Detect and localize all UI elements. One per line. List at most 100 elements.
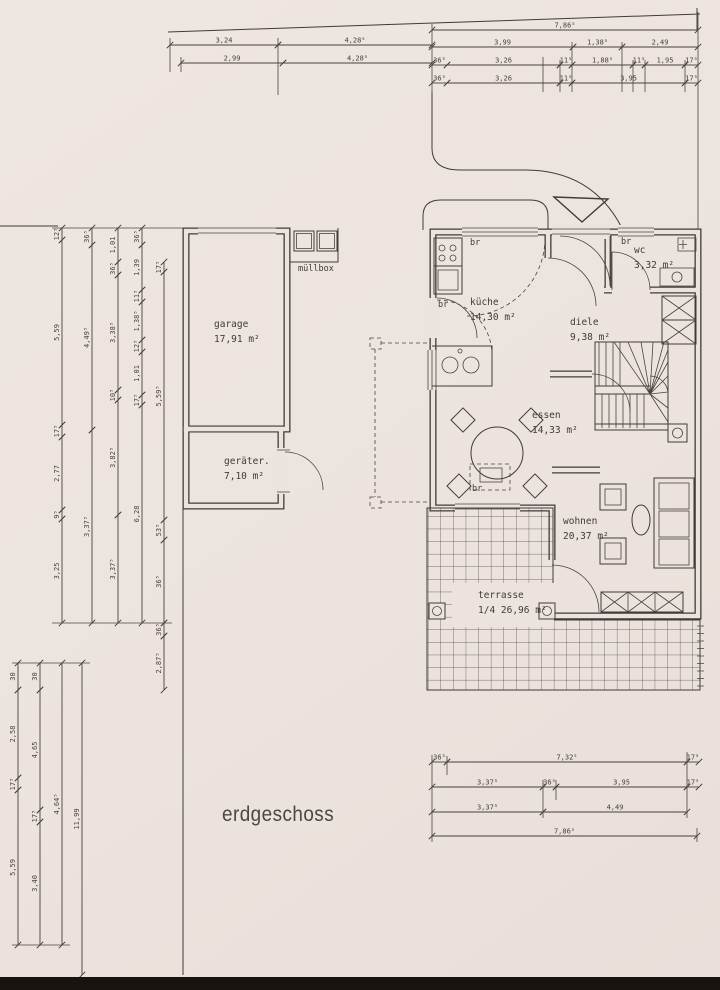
dim-tick <box>694 61 702 69</box>
dim-tick <box>428 783 436 791</box>
wall-openings <box>198 225 654 610</box>
dim-label: 17⁵ <box>687 779 700 787</box>
annotation-label: br <box>621 237 632 247</box>
dim-label: 4,65 <box>31 742 39 759</box>
dim-tick <box>88 619 96 627</box>
dim-tick <box>58 224 66 232</box>
dim-label: 2,49 <box>652 39 669 47</box>
dim-tick <box>552 783 560 791</box>
dim-label: 17⁵ <box>155 261 163 274</box>
dim-tick <box>279 59 287 67</box>
dim-tick <box>428 61 436 69</box>
dim-label: 36⁵ <box>155 575 163 588</box>
dim-tick <box>683 808 691 816</box>
dim-label: 3,95 <box>620 75 637 83</box>
dim-label: 4,28⁵ <box>347 55 368 63</box>
dim-tick <box>160 258 168 266</box>
dim-tick <box>58 941 66 949</box>
dim-label: 30 <box>31 672 39 680</box>
dim-tick <box>36 818 44 826</box>
dim-label: 5,59 <box>9 859 17 876</box>
dim-tick <box>114 271 122 279</box>
dim-tick <box>58 433 66 441</box>
dim-tick <box>539 808 547 816</box>
dim-label: 11⁵ <box>633 57 646 65</box>
dim-label: 36⁵ <box>155 623 163 636</box>
room-label-gerter: geräter. 7,10 m² <box>224 456 270 482</box>
dim-tick <box>14 659 22 667</box>
dim-tick <box>694 26 702 34</box>
dim-label: 53⁵ <box>155 524 163 537</box>
dim-label: 1,88⁵ <box>592 57 613 65</box>
dim-tick <box>88 426 96 434</box>
annotation-label: br <box>438 300 449 310</box>
dim-tick <box>160 632 168 640</box>
dim-label: 17⁵ <box>685 75 698 83</box>
dim-label: 7,86⁵ <box>554 22 575 30</box>
annotation-label: br <box>470 238 481 248</box>
dining-set <box>446 407 548 499</box>
dim-tick <box>138 298 146 306</box>
dim-label: 5,59 <box>53 324 61 341</box>
dim-tick <box>14 774 22 782</box>
dim-tick <box>683 758 691 766</box>
dim-label: 4,49⁵ <box>83 327 91 348</box>
dim-tick <box>78 659 86 667</box>
dim-tick <box>138 286 146 294</box>
dim-tick <box>114 224 122 232</box>
dim-tick <box>88 224 96 232</box>
dim-tick <box>114 396 122 404</box>
dim-tick <box>428 79 436 87</box>
annotation-label: müllbox <box>298 264 334 274</box>
dim-tick <box>556 61 564 69</box>
dim-tick <box>58 506 66 514</box>
dim-tick <box>629 61 637 69</box>
dim-tick <box>36 941 44 949</box>
dim-label: 36⁵ <box>109 262 117 275</box>
dim-tick <box>694 79 702 87</box>
overhang-dashed-lines <box>369 337 428 509</box>
dim-tick <box>14 941 22 949</box>
room-label-garage: garage 17,91 m² <box>214 319 260 345</box>
window-symbols <box>198 227 654 510</box>
dim-label: 36⁵ <box>133 230 141 243</box>
dim-tick <box>443 61 451 69</box>
dim-label: 7,86⁵ <box>554 828 575 836</box>
dim-label: 6,28 <box>133 506 141 523</box>
dim-label: 17⁵ <box>685 57 698 65</box>
dim-tick <box>36 659 44 667</box>
dim-label: 17⁵ <box>31 810 39 823</box>
dim-tick <box>160 536 168 544</box>
dim-label: 3,95 <box>613 779 630 787</box>
dim-label: 36⁵ <box>433 57 446 65</box>
dim-tick <box>428 41 436 49</box>
dim-label: 4,28⁵ <box>344 37 365 45</box>
dim-label: 3,37⁵ <box>477 804 498 812</box>
dim-tick <box>443 758 451 766</box>
dim-tick <box>58 515 66 523</box>
entrance-walkway <box>422 92 623 230</box>
dim-label: 3,24 <box>216 37 233 45</box>
dim-tick <box>88 241 96 249</box>
dim-tick <box>138 336 146 344</box>
dim-label: 36⁵ <box>433 754 446 762</box>
dim-label: 1,01 <box>109 237 117 254</box>
dim-tick <box>428 43 436 51</box>
dim-label: 11,99 <box>73 808 81 829</box>
dim-tick <box>166 41 174 49</box>
dim-label: 9⁵ <box>53 510 61 518</box>
dim-label: 2,99 <box>224 55 241 63</box>
dim-label: 3,99 <box>494 39 511 47</box>
room-label-diele: diele 9,38 m² <box>570 317 611 343</box>
dim-label: 12⁵ <box>133 340 141 353</box>
dim-tick <box>694 43 702 51</box>
dim-tick <box>160 619 168 627</box>
dim-label: 36⁵ <box>543 779 556 787</box>
entrance-arrow-icon <box>552 196 610 223</box>
dim-tick <box>428 59 436 67</box>
dim-label: 17⁵ <box>133 394 141 407</box>
room-label-wc: wc 3,32 m² <box>634 245 675 271</box>
dim-tick <box>58 236 66 244</box>
dim-tick <box>58 421 66 429</box>
